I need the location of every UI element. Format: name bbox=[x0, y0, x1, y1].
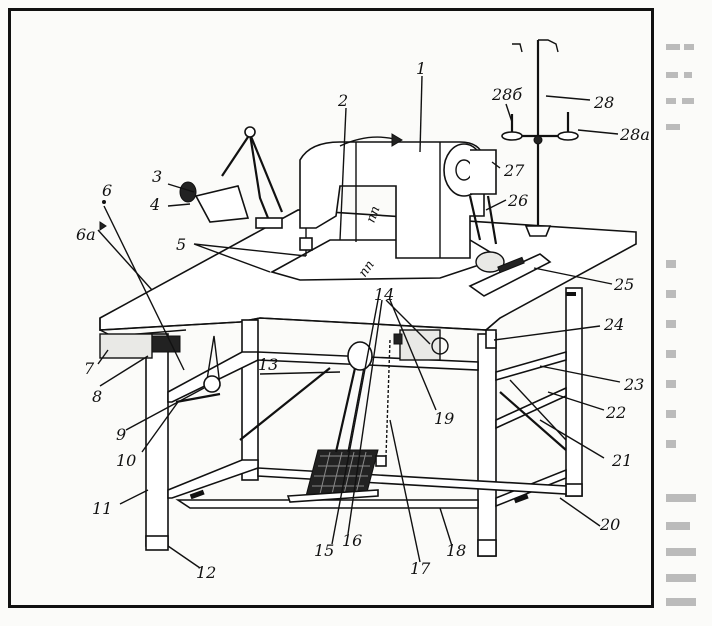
label-15: 15 bbox=[314, 541, 334, 560]
callout-labels: 1 2 3 4 5 6 6а 7 8 9 10 11 12 13 14 15 1… bbox=[76, 59, 650, 582]
label-28a: 28а bbox=[619, 125, 650, 144]
leader-lines bbox=[97, 75, 621, 569]
label-28: 28 bbox=[593, 93, 614, 112]
label-14: 14 bbox=[374, 285, 394, 304]
label-9: 9 bbox=[116, 425, 126, 444]
page-margin-scan bbox=[666, 44, 696, 606]
lamp-icon bbox=[179, 126, 284, 229]
label-4: 4 bbox=[149, 195, 160, 214]
label-23: 23 bbox=[623, 375, 644, 394]
label-26: 26 bbox=[507, 191, 528, 210]
pedal-icon bbox=[286, 333, 403, 503]
label-5: 5 bbox=[176, 235, 186, 254]
arm-inscription: пп bbox=[364, 204, 384, 225]
label-6a: 6а bbox=[76, 225, 96, 244]
label-17: 17 bbox=[410, 559, 431, 578]
diagram-frame bbox=[8, 8, 654, 608]
label-13: 13 bbox=[258, 355, 278, 374]
label-11: 11 bbox=[92, 499, 112, 518]
label-12: 12 bbox=[196, 563, 216, 582]
thread-stand-icon bbox=[501, 39, 579, 237]
label-27: 27 bbox=[503, 161, 525, 180]
label-25: 25 bbox=[613, 275, 634, 294]
knee-lift bbox=[175, 335, 221, 404]
label-19: 19 bbox=[434, 409, 454, 428]
label-6: 6 bbox=[102, 181, 112, 200]
label-28b: 28б bbox=[491, 85, 522, 104]
label-21: 21 bbox=[611, 451, 632, 470]
label-7: 7 bbox=[84, 359, 95, 378]
label-2: 2 bbox=[337, 91, 348, 110]
label-10: 10 bbox=[116, 451, 136, 470]
table-frame bbox=[99, 287, 583, 557]
label-1: 1 bbox=[416, 59, 426, 78]
label-3: 3 bbox=[152, 167, 162, 186]
label-20: 20 bbox=[599, 515, 620, 534]
label-18: 18 bbox=[446, 541, 466, 560]
sewing-machine-icon: пп пп bbox=[269, 133, 552, 297]
label-22: 22 bbox=[605, 403, 626, 422]
label-8: 8 bbox=[92, 387, 102, 406]
label-24: 24 bbox=[603, 315, 624, 334]
label-16: 16 bbox=[342, 531, 362, 550]
